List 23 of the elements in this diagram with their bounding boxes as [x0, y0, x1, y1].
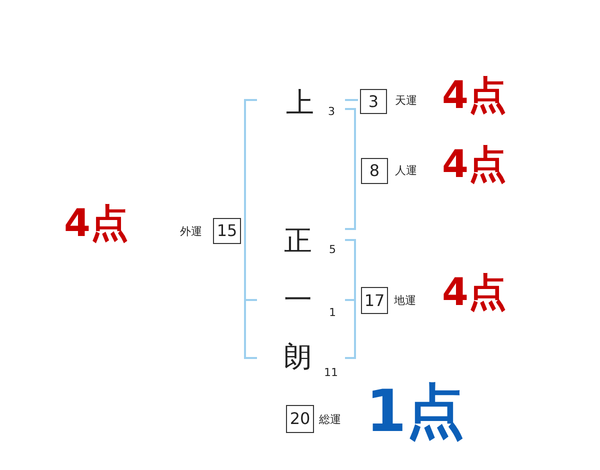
number-box: 20	[286, 405, 314, 433]
fortune-label: 外運	[180, 226, 202, 237]
name-character: 正	[284, 227, 312, 255]
stroke-count: 1	[329, 307, 336, 318]
score-text: 1点	[366, 382, 464, 440]
number-box: 17	[361, 287, 388, 314]
number-box: 8	[361, 158, 388, 184]
number-box: 15	[213, 218, 241, 244]
stroke-count: 11	[324, 367, 338, 378]
name-character: 上	[286, 89, 314, 117]
stroke-count: 5	[329, 244, 336, 255]
score-text: 4点	[442, 76, 506, 114]
name-character: 一	[284, 286, 312, 314]
score-text: 4点	[442, 145, 506, 183]
fortune-label: 天運	[395, 95, 417, 106]
score-text: 4点	[442, 273, 506, 311]
fortune-label: 地運	[394, 295, 416, 306]
name-character: 朗	[284, 343, 312, 371]
fortune-label: 人運	[395, 165, 417, 176]
number-box: 3	[360, 89, 387, 114]
score-text: 4点	[64, 204, 128, 242]
fortune-label: 総運	[319, 414, 341, 425]
stroke-count: 3	[328, 106, 335, 117]
